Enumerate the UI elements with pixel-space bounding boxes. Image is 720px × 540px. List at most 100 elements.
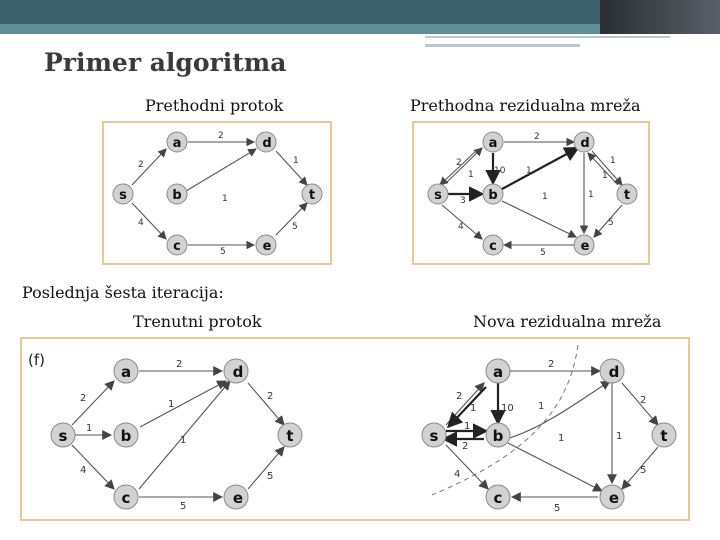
node-label: b [121,427,132,445]
edge-b-d [501,146,580,190]
node-label: b [172,188,181,203]
node-a: a [482,131,504,153]
weight-s-c: 4 [458,222,464,232]
edge-b-e [507,442,603,492]
weight-d-t: 2 [267,391,273,402]
edge-s-a [71,380,115,426]
node-d: d [599,358,625,384]
edge-b-d [185,148,257,192]
slide-top-bar-corner [600,0,720,34]
decorative-line [425,36,670,38]
weight-b-d: 1 [538,401,544,412]
node-label: d [580,136,589,151]
node-label: a [173,136,182,151]
edge-a-s [446,386,487,429]
weight-e-t: 5 [640,465,646,476]
weight-a-b: 10 [501,403,514,414]
weight-a-d: 2 [548,359,554,370]
weight-s-a: 2 [138,160,144,170]
edge-d-t [275,150,308,186]
weight-e-t: 5 [292,222,298,232]
slide-top-bar-accent [0,24,720,34]
weight-s-b: 3 [460,196,466,206]
weight-s-b: 1 [464,421,470,432]
weight-b-d: 1 [526,166,532,176]
weight-e-t: 5 [267,471,273,482]
node-label: b [488,188,497,203]
edge-d-t [621,382,659,426]
cut-line [431,344,579,496]
node-label: s [119,188,127,203]
weight-s-a: 2 [456,391,462,402]
node-t: t [277,422,303,448]
edge-t-e [593,204,623,238]
weight-c-e: 5 [554,503,560,514]
edge-t-e [621,446,659,490]
diagram-final-iteration: (f) a d s b t c e 2 2 1 1 1 2 4 5 [20,337,690,521]
weight-s-a: 2 [456,158,462,168]
edge-s-c [445,444,489,490]
label-new-residual: Nova rezidualna mreža [473,312,662,331]
edge-s-a [131,148,167,186]
node-b: b [482,183,504,205]
edge-e-t [247,446,285,490]
edge-s-c [71,444,115,490]
node-label: t [309,188,315,203]
node-c: c [113,484,139,510]
node-label: a [493,363,503,381]
weight-c-e: 5 [540,248,546,258]
weight-a-b: 10 [494,166,506,176]
weight-t-d: 1 [602,171,608,181]
weight-c-e: 5 [220,247,226,257]
weight-b-s: 2 [462,441,468,452]
node-t: t [651,422,677,448]
node-label: s [434,188,442,203]
decorative-line [425,44,580,47]
weight-d-t: 1 [610,156,616,166]
weight-b-d: 1 [168,399,174,410]
weight-s-c: 4 [138,218,144,228]
panel-tag: (f) [28,351,45,369]
node-label: d [609,363,620,381]
node-e: e [255,234,277,256]
node-s: s [50,422,76,448]
label-last-iteration: Poslednja šesta iteracija: [22,283,224,302]
label-current-flow: Trenutni protok [133,312,262,331]
edge-b-d [505,380,611,440]
weight-d-t: 1 [293,156,299,166]
node-s: s [112,183,134,205]
node-b: b [485,422,511,448]
weight-a-d: 2 [218,131,224,141]
node-label: c [173,239,181,254]
graph-new-residual: a d s b t c e 2 1 10 1 2 2 1 2 1 1 4 5 5 [421,358,677,514]
node-label: e [581,239,590,254]
weight-a-s: 1 [468,170,474,180]
node-d: d [573,131,595,153]
node-label: c [494,489,503,507]
node-label: t [286,427,293,445]
weight-b-e: 1 [542,192,548,202]
node-c: c [482,234,504,256]
edge-e-t [275,202,308,236]
node-label: b [493,427,504,445]
node-t: t [301,183,323,205]
edge-s-c [441,204,483,240]
weight-a-d: 2 [176,359,182,370]
edge-a-s [439,150,477,186]
node-d: d [255,131,277,153]
edge-c-d [138,380,231,490]
label-prev-residual: Prethodna rezidualna mreža [410,96,641,115]
label-prev-flow: Prethodni protok [145,96,284,115]
weight-c-e: 5 [180,501,186,512]
edge-s-a [445,382,485,426]
weight-a-d: 2 [534,132,540,142]
edge-b-e [501,200,577,238]
node-e: e [599,484,625,510]
weight-c-d: 1 [180,435,186,446]
node-b: b [166,183,188,205]
edge-s-c [131,202,167,240]
edge-t-d [587,152,619,186]
node-label: a [121,363,131,381]
node-label: s [59,427,68,445]
node-b: b [113,422,139,448]
